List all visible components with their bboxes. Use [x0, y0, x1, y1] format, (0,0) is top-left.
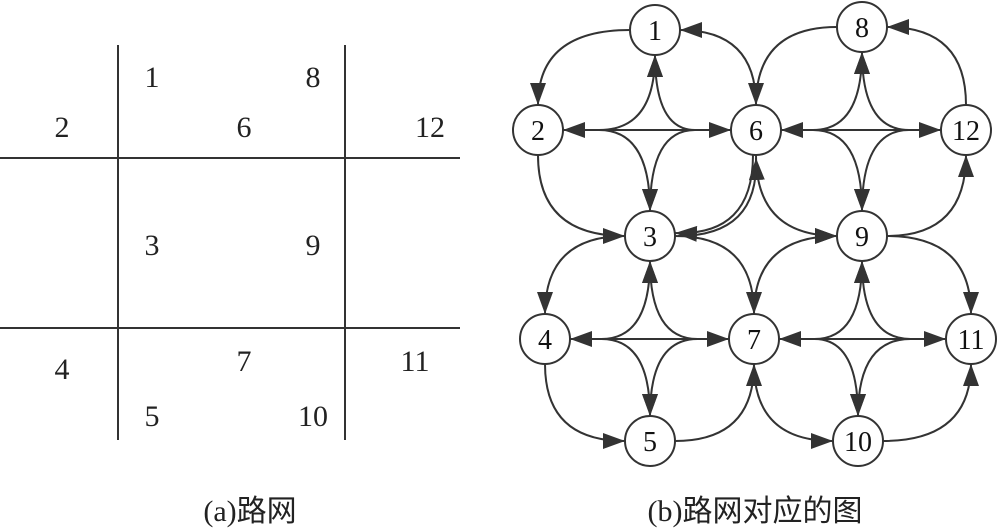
- junction-4-7-curve: [642, 338, 698, 417]
- road-label: 8: [305, 61, 321, 94]
- graph-node-5: 5: [624, 415, 676, 467]
- road-label: 11: [400, 345, 430, 378]
- edge-10-11: [882, 363, 979, 442]
- edge-4-5: [544, 363, 626, 449]
- road-label: 9: [305, 229, 321, 262]
- node-circle: [836, 1, 888, 53]
- edge-6-3: [674, 154, 754, 242]
- node-circle: [624, 210, 676, 262]
- graph-node-11: 11: [945, 313, 997, 365]
- junction-6-12-curve: [854, 51, 910, 131]
- node-label: 12: [952, 116, 980, 147]
- junction-6-12-curve: [854, 129, 910, 212]
- edge-12-8: [886, 19, 967, 106]
- node-label: 7: [747, 325, 761, 356]
- road-label: 12: [415, 111, 445, 144]
- road-label: 5: [144, 400, 160, 433]
- node-circle: [728, 313, 780, 365]
- node-circle: [519, 313, 571, 365]
- node-label: 3: [643, 222, 657, 253]
- junction-4-7-curve: [642, 260, 698, 340]
- graph-node-12: 12: [940, 104, 992, 156]
- caption-a: (a)路网: [203, 495, 297, 528]
- node-label: 10: [844, 427, 872, 458]
- junction-4-7-curve: [601, 260, 658, 340]
- road-label: 4: [54, 353, 70, 386]
- node-label: 6: [749, 116, 763, 147]
- junction-4-7-curve: [601, 338, 658, 417]
- road-label: 3: [144, 229, 160, 262]
- road-label: 6: [236, 111, 252, 144]
- junction-7-11-curve: [814, 338, 866, 417]
- junction-2-6-curve: [642, 129, 696, 212]
- edge-7-10: [753, 363, 834, 449]
- road-label: 10: [298, 400, 328, 433]
- junction-7-11-curve: [850, 338, 911, 417]
- graph-node-1: 1: [629, 4, 681, 56]
- graph-node-4: 4: [519, 313, 571, 365]
- node-label: 11: [958, 325, 985, 356]
- graph-node-3: 3: [624, 210, 676, 262]
- node-circle: [512, 104, 564, 156]
- node-circle: [940, 104, 992, 156]
- node-label: 5: [643, 427, 657, 458]
- edge-6-1: [679, 22, 757, 106]
- edge-7-9: [753, 228, 838, 315]
- graph-node-8: 8: [836, 1, 888, 53]
- node-circle: [730, 104, 782, 156]
- graph-node-9: 9: [836, 210, 888, 262]
- edge-8-6: [748, 26, 838, 106]
- node-label: 4: [538, 325, 552, 356]
- edge-3-6: [677, 157, 765, 237]
- node-circle: [832, 415, 884, 467]
- road-label: 1: [144, 61, 160, 94]
- caption-b: (b)路网对应的图: [647, 495, 863, 528]
- node-label: 1: [648, 16, 662, 47]
- edge-6-9: [755, 154, 838, 244]
- node-circle: [624, 415, 676, 467]
- node-circle: [629, 4, 681, 56]
- edge-1-2: [530, 29, 631, 106]
- node-circle: [836, 210, 888, 262]
- edge-5-7: [674, 363, 762, 442]
- junction-7-11-curve: [854, 260, 911, 340]
- junction-7-11-curve: [814, 260, 870, 340]
- graph-node-7: 7: [728, 313, 780, 365]
- edge-3-7: [674, 235, 762, 315]
- junction-6-12-curve: [812, 129, 870, 212]
- junction-2-6-curve: [647, 54, 696, 131]
- junction-2-6-curve: [598, 129, 658, 212]
- edge-9-12: [886, 154, 974, 237]
- junction-6-12-curve: [812, 51, 870, 131]
- graph-node-2: 2: [512, 104, 564, 156]
- graph-node-10: 10: [832, 415, 884, 467]
- road-label: 2: [54, 111, 70, 144]
- road-label: 7: [236, 345, 252, 378]
- edge-3-4: [537, 235, 626, 315]
- node-label: 8: [855, 13, 869, 44]
- node-label: 9: [855, 222, 869, 253]
- node-circle: [945, 313, 997, 365]
- edge-2-3: [537, 154, 626, 244]
- graph-node-6: 6: [730, 104, 782, 156]
- node-label: 2: [531, 116, 545, 147]
- edge-9-11: [886, 235, 979, 315]
- junction-2-6-curve: [598, 54, 663, 131]
